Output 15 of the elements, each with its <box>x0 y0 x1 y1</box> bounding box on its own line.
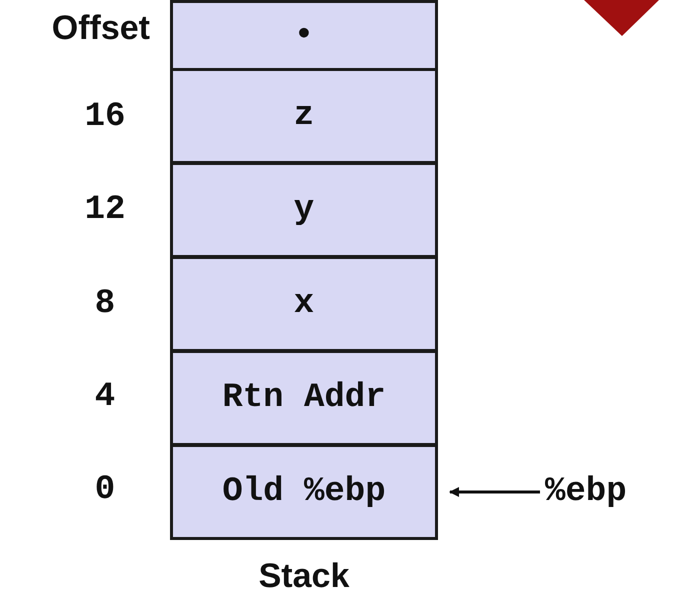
column-heading: Offset <box>50 8 150 48</box>
offset-value: 4 <box>94 377 116 417</box>
stack-cell: y <box>170 162 438 258</box>
register-label: %ebp <box>545 470 627 514</box>
offset-value: 8 <box>94 284 116 324</box>
stack-cell: z <box>170 68 438 164</box>
offset-value: 12 <box>84 190 126 230</box>
stack-cell: Rtn Addr <box>170 350 438 446</box>
stack-cell: • <box>170 0 438 71</box>
stack-cell: x <box>170 256 438 352</box>
stack-cell: Old %ebp <box>170 444 438 540</box>
stack-label: Stack <box>258 556 350 596</box>
offset-value: 0 <box>94 470 116 510</box>
arrow <box>449 487 540 497</box>
offset-value: 16 <box>84 97 126 137</box>
